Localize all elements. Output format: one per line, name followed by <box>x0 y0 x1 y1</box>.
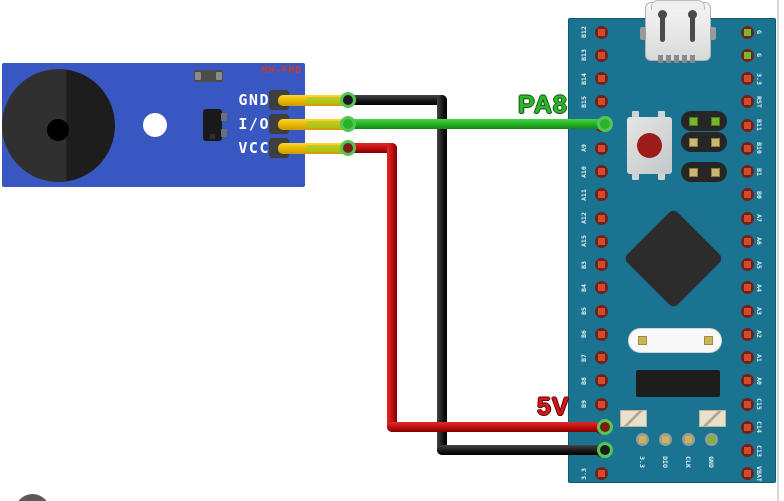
module-pin-label: I/O <box>238 115 270 133</box>
usb-side-tab <box>640 27 646 40</box>
gnd-wire-segment <box>437 95 447 455</box>
wire-endpoint <box>597 442 613 458</box>
module-pin-label: GND <box>238 91 270 109</box>
module-pin-row: VCC <box>2 135 348 161</box>
buzzer-module: MH-FMD GND I/O VCC <box>2 63 348 187</box>
vcc-wire-segment <box>387 422 610 432</box>
capacitor-icon <box>699 410 726 427</box>
reset-button-leg <box>632 111 639 120</box>
usb-slot-icon <box>688 10 697 42</box>
module-pin-rows: GND I/O VCC <box>2 63 348 187</box>
pa8-wire-label: PA8 <box>518 91 568 119</box>
vcc-wire-segment <box>387 143 397 432</box>
crystal-oscillator-icon <box>628 328 722 353</box>
usb-side-tab <box>710 27 716 40</box>
smd-resistor-icon <box>194 70 223 82</box>
mounting-hole-icon <box>143 113 167 137</box>
reset-button-leg <box>658 171 665 180</box>
gnd-wire-segment <box>437 445 610 455</box>
gnd-wire-segment <box>344 95 447 105</box>
capacitor-icon <box>620 410 647 427</box>
module-pin-label: VCC <box>238 139 270 157</box>
usb-slot-icon <box>658 10 667 42</box>
partial-circle-button <box>15 494 50 501</box>
reset-button-leg <box>658 111 665 120</box>
boot-jumper-header <box>681 162 727 182</box>
usb-connector-cap <box>651 0 705 10</box>
5v-wire-label: 5V <box>537 393 570 421</box>
reset-button-cap-icon <box>637 133 662 158</box>
buzzer-icon <box>2 69 115 182</box>
reset-button-leg <box>632 171 639 180</box>
regulator-block-icon <box>636 370 720 397</box>
usb-pin <box>690 55 695 63</box>
buzzer-hole-icon <box>47 119 69 141</box>
pin-leg-highlight <box>306 120 344 128</box>
usb-pin <box>682 55 687 63</box>
usb-pin <box>674 55 679 63</box>
usb-pin <box>658 55 663 63</box>
usb-connector-icon <box>645 2 711 61</box>
wire-endpoint <box>597 116 613 132</box>
usb-pin <box>666 55 671 63</box>
wire-endpoint <box>340 92 356 108</box>
vcc-wire-segment <box>344 143 397 153</box>
wire-endpoint <box>340 140 356 156</box>
boot-jumper-header <box>681 111 727 131</box>
page-edge-line <box>777 0 779 501</box>
pin-leg-highlight <box>306 144 344 152</box>
smd-transistor-icon <box>203 109 227 141</box>
pin-leg-highlight <box>306 96 344 104</box>
boot-jumper-header <box>681 132 727 152</box>
module-title: MH-FMD <box>261 65 302 76</box>
wire-endpoint <box>340 116 356 132</box>
wire-endpoint <box>597 419 613 435</box>
module-pin-row: GND <box>2 87 348 113</box>
module-pin-row: I/O <box>2 111 348 137</box>
io-wire-segment <box>344 119 611 129</box>
